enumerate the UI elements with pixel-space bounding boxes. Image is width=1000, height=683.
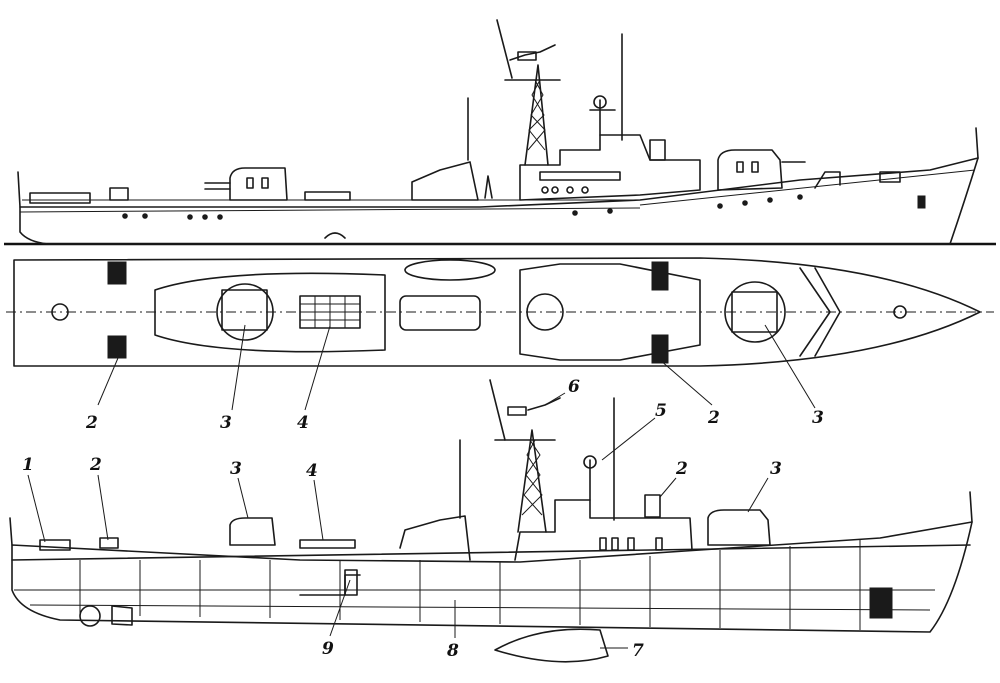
fire-control-director xyxy=(649,139,666,161)
callout-7-section: 7 xyxy=(632,641,644,661)
radar-mast xyxy=(589,33,623,141)
anchor xyxy=(917,195,926,209)
deck-outline xyxy=(13,257,981,367)
section-director xyxy=(644,494,661,518)
portholes xyxy=(122,194,803,220)
section-chain-locker xyxy=(869,587,893,619)
aft-turret-plan xyxy=(216,283,274,341)
aft-ladder-port xyxy=(107,261,127,285)
midship-house-plan xyxy=(399,295,481,331)
callout-3-section-aft: 3 xyxy=(230,459,242,479)
bridge-superstructure xyxy=(519,134,701,201)
callout-2-section-fwd: 2 xyxy=(675,459,688,479)
lattice-mast xyxy=(496,19,561,166)
callout-9-section: 9 xyxy=(322,639,334,659)
propeller xyxy=(79,605,101,627)
callout-1-section: 1 xyxy=(22,455,34,475)
forward-gun-turret xyxy=(717,149,806,191)
breakwater-2 xyxy=(814,267,841,357)
fwd-turret-plan xyxy=(724,281,786,343)
callout-2-plan-aft: 2 xyxy=(85,413,98,433)
engine-room-machinery xyxy=(299,574,361,596)
section-depth-charge-launcher xyxy=(299,539,356,549)
longitudinal-section xyxy=(9,379,973,663)
section-superstructure xyxy=(514,499,693,561)
plan-leaders xyxy=(97,324,816,411)
callout-4-section: 4 xyxy=(306,461,318,481)
callout-3-plan-aft: 3 xyxy=(220,413,232,433)
launcher-grid xyxy=(300,296,360,328)
bridge-plan xyxy=(519,263,701,361)
deck-plan xyxy=(6,257,994,367)
section-aft-ladder xyxy=(99,537,119,549)
section-midship-house xyxy=(399,515,471,561)
section-leaders xyxy=(27,392,769,649)
mast-base-plan xyxy=(526,293,564,331)
jackstaff xyxy=(975,127,979,159)
deck-line xyxy=(19,207,641,213)
crane xyxy=(484,175,493,199)
boat-davit xyxy=(324,232,346,239)
section-fwd-turret xyxy=(707,509,771,546)
callout-6-section: 6 xyxy=(568,377,580,397)
fwd-ladder-stbd xyxy=(651,334,669,364)
section-aft-gear xyxy=(39,539,71,551)
double-bottom-line xyxy=(29,604,931,611)
bow-equipment xyxy=(814,171,841,189)
aft-deckhouse-plan xyxy=(154,272,386,353)
section-aft-turret xyxy=(229,517,276,546)
bulkheads xyxy=(79,540,861,630)
callout-5-section: 5 xyxy=(655,401,667,421)
main-deck-line xyxy=(11,544,971,561)
callout-3-section-fwd: 3 xyxy=(770,459,782,479)
depth-charge-launcher xyxy=(304,191,351,201)
capstan xyxy=(879,171,901,183)
sonar-dome xyxy=(494,628,609,663)
side-elevation xyxy=(4,19,996,246)
callout-4-plan: 4 xyxy=(297,413,309,433)
midship-deckhouse xyxy=(411,161,479,201)
section-radar-mast xyxy=(583,397,615,521)
section-hull xyxy=(11,521,973,633)
callout-3-plan-fwd: 3 xyxy=(812,408,824,428)
ensign-staff xyxy=(17,171,21,208)
bridge-windows xyxy=(539,171,621,194)
callout-8-section: 8 xyxy=(446,641,459,661)
breakwater xyxy=(799,267,831,357)
callout-2-plan-fwd: 2 xyxy=(707,408,720,428)
aft-deck-equipment xyxy=(109,187,129,201)
capstan-plan xyxy=(893,305,907,319)
aft-winch-plan xyxy=(51,303,69,321)
aft-turret-mount xyxy=(221,289,268,331)
section-jackstaff xyxy=(969,491,973,523)
aft-ladder-stbd xyxy=(107,335,127,359)
callouts: 2 3 4 2 3 1 2 3 4 6 5 2 3 9 8 7 xyxy=(22,377,824,661)
section-ensign-staff xyxy=(9,517,13,546)
rudder xyxy=(111,605,133,626)
bow-deck-line xyxy=(639,169,976,206)
fwd-ladder-port xyxy=(651,261,669,291)
hull-profile xyxy=(19,157,979,245)
aft-deck-equipment xyxy=(29,192,91,204)
callout-2-section-aft: 2 xyxy=(89,455,102,475)
aft-gun-turret xyxy=(204,167,288,201)
boat-plan xyxy=(404,259,496,281)
fwd-turret-mount xyxy=(731,291,778,333)
engine-room-equipment xyxy=(344,569,358,596)
section-windows xyxy=(599,537,663,551)
